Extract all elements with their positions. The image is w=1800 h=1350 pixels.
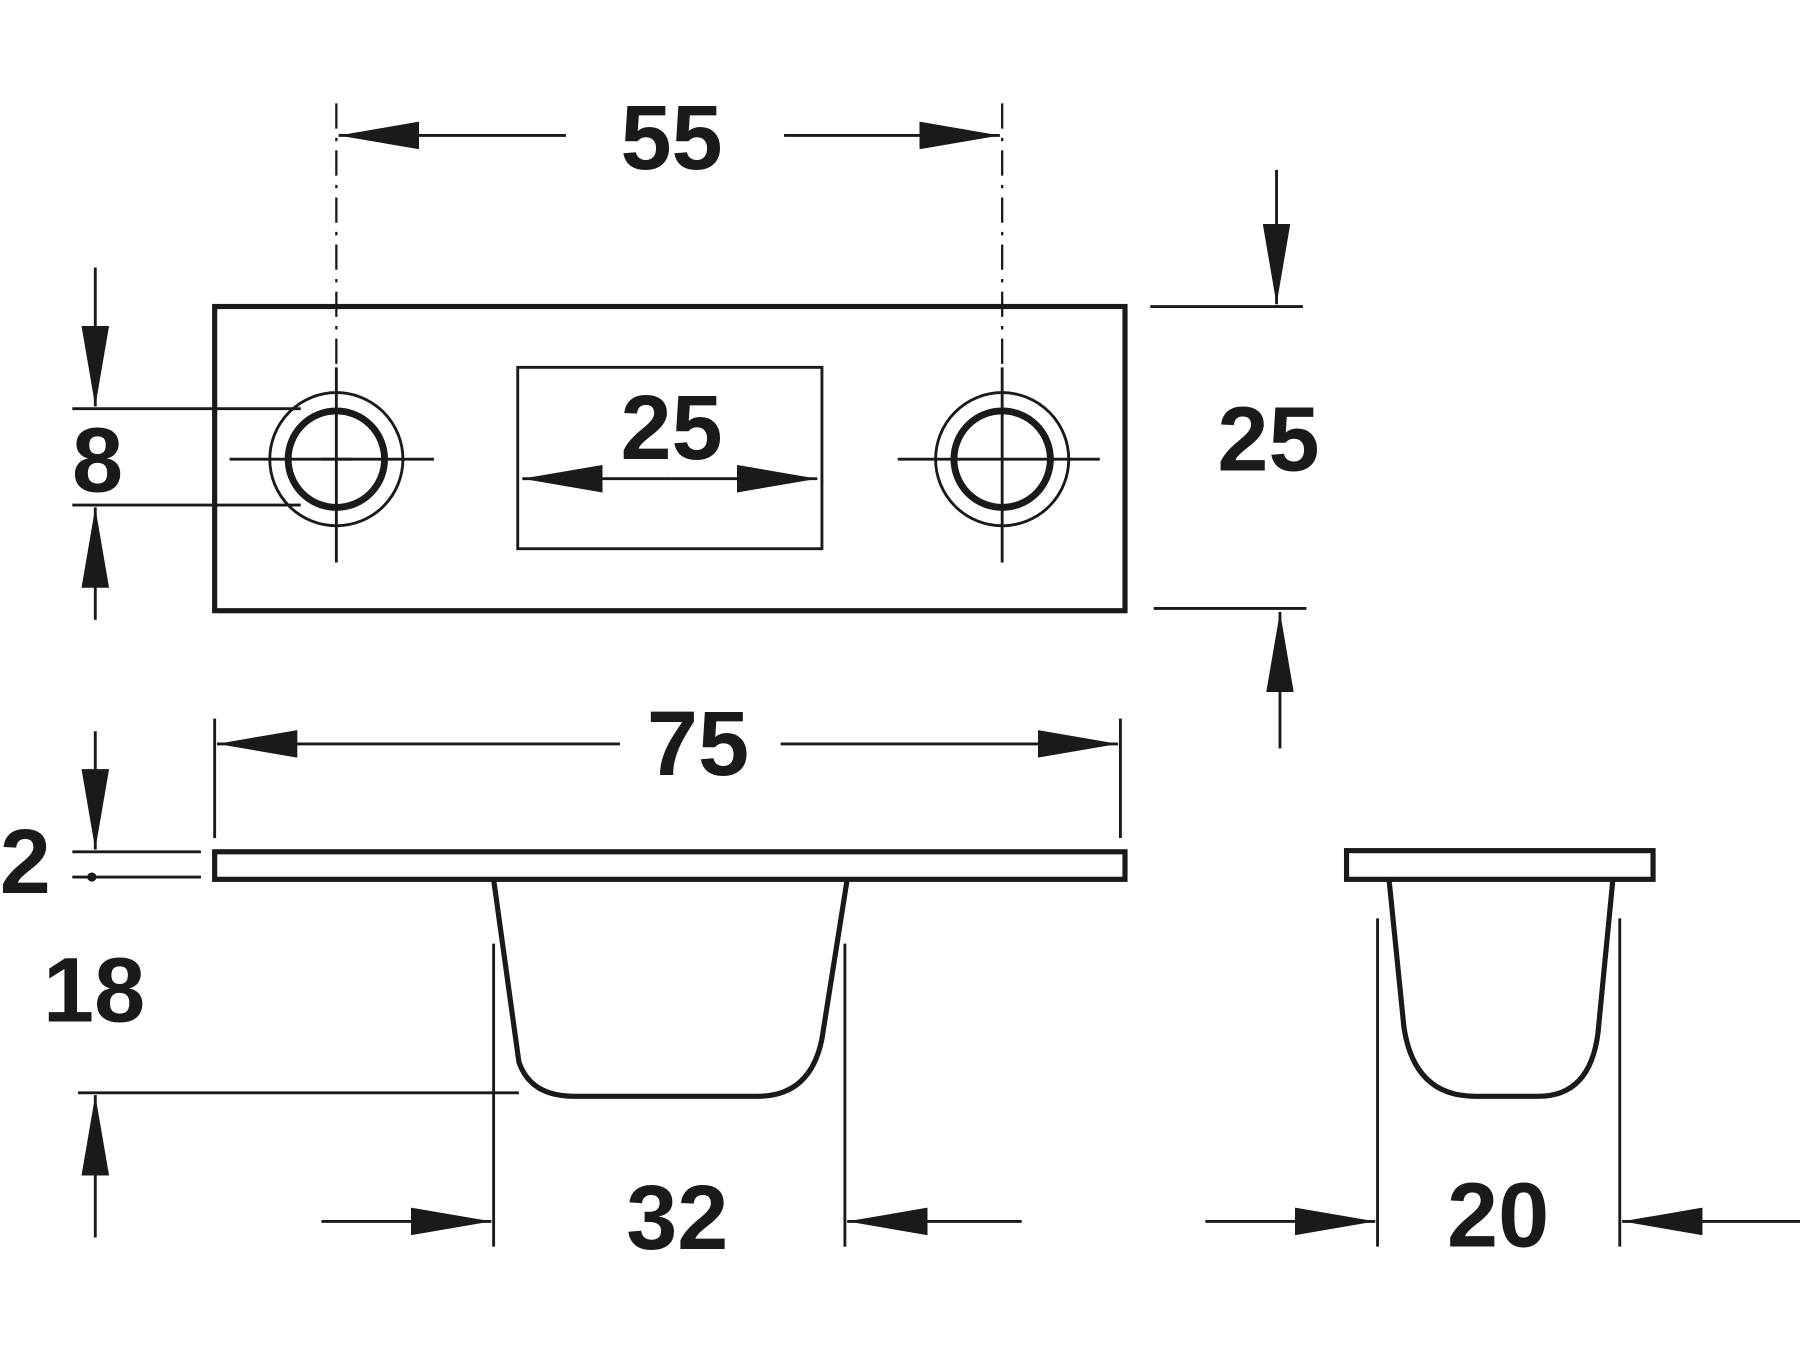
label-plate-thickness: 2 (0, 811, 51, 913)
plate-outline-top (212, 303, 1128, 614)
dimension-hole-spacing: 55 (338, 87, 1000, 189)
dimension-plate-height: 25 (1150, 169, 1320, 749)
dimension-cup-length: 32 (321, 943, 1022, 1269)
label-cup-width: 20 (1447, 1165, 1549, 1267)
label-plate-height: 25 (1217, 389, 1319, 491)
dimension-plate-length: 75 (213, 693, 1122, 839)
dimension-slot-width: 25 (522, 377, 818, 493)
label-cup-length: 32 (626, 1167, 728, 1269)
label-slot-width: 25 (620, 377, 722, 479)
screw-hole-left (229, 367, 434, 563)
label-hole-spacing: 55 (620, 87, 722, 189)
label-cup-depth: 18 (43, 940, 145, 1042)
dimension-cup-depth: 18 (43, 940, 519, 1238)
label-plate-length: 75 (647, 693, 749, 795)
cup-outline-side (1386, 879, 1616, 1099)
top-view: 55 25 25 8 (72, 87, 1320, 749)
dimension-plate-thickness: 2 (0, 731, 201, 913)
screw-hole-right (897, 367, 1100, 563)
dimension-cup-width: 20 (1205, 918, 1800, 1267)
slot-outline (516, 365, 824, 551)
plate-outline-front (212, 849, 1128, 882)
plate-outline-side (1343, 848, 1656, 882)
label-hole-diameter: 8 (72, 409, 123, 511)
dimension-hole-diameter: 8 (72, 267, 301, 620)
front-view: 75 2 18 32 (0, 693, 1128, 1269)
side-view: 20 (1205, 848, 1800, 1267)
cup-outline-front (491, 878, 850, 1099)
